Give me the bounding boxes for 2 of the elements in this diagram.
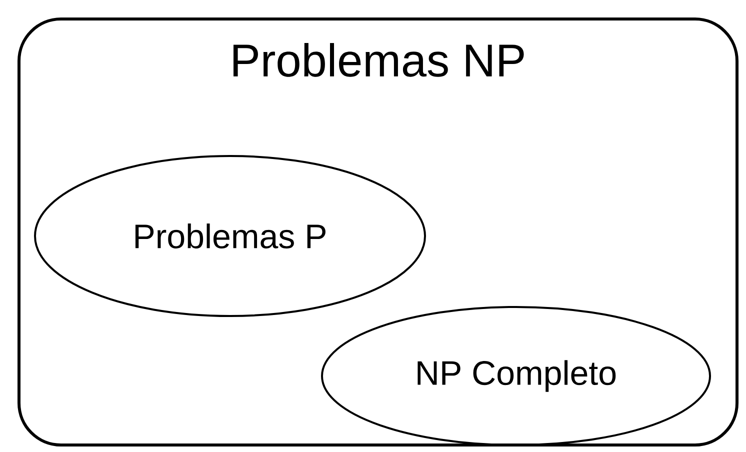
title: Problemas NP [234, 43, 524, 77]
rounded-box [18, 18, 739, 446]
